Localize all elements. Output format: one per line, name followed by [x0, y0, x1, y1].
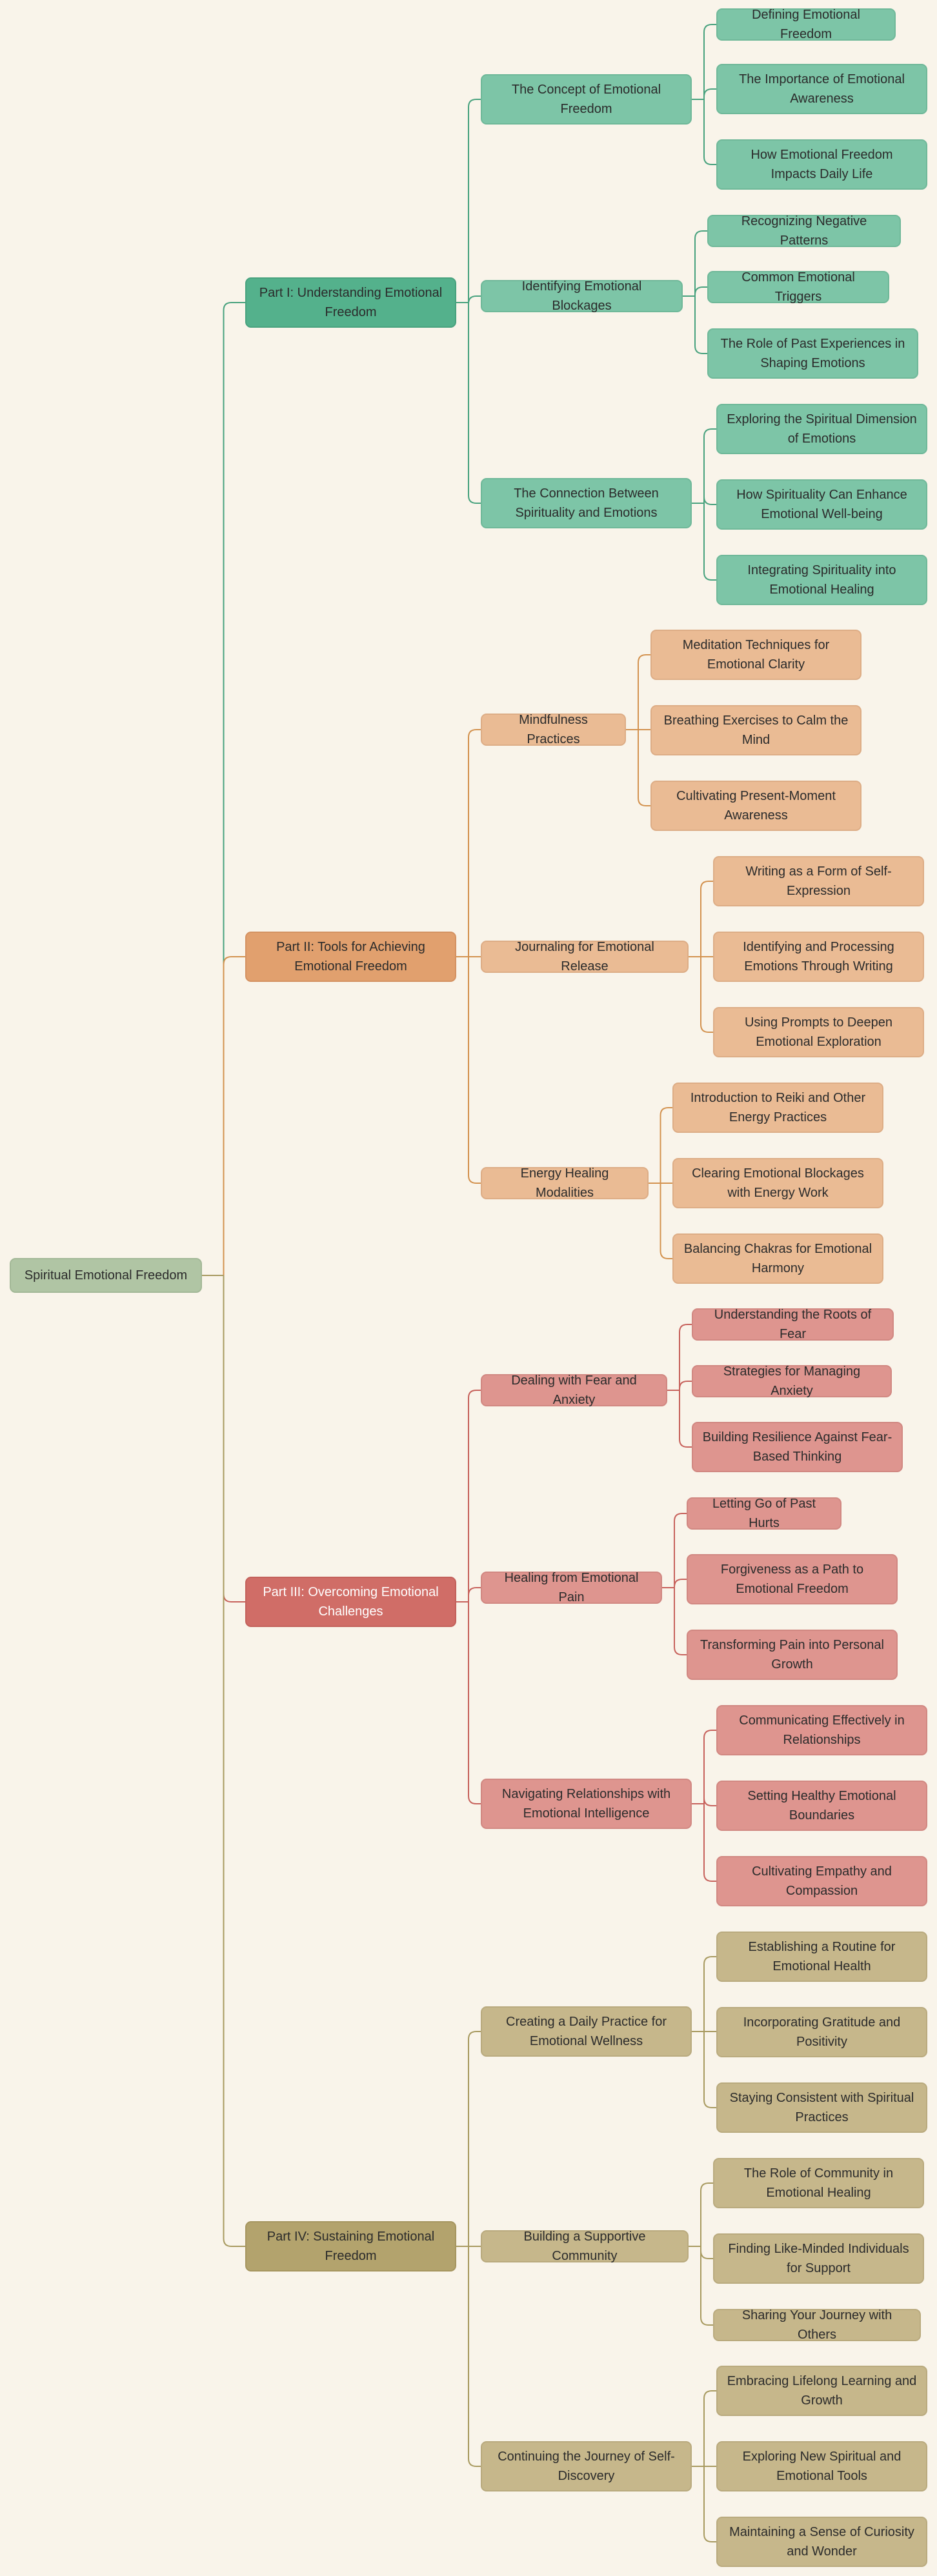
- leaf-node-3-2-3[interactable]: Transforming Pain into Personal Growth: [687, 1630, 898, 1680]
- leaf-node-1-1-1[interactable]: Defining Emotional Freedom: [716, 8, 896, 41]
- part-node-1[interactable]: Part I: Understanding Emotional Freedom: [245, 277, 456, 328]
- leaf-node-1-2-2[interactable]: Common Emotional Triggers: [707, 270, 889, 304]
- leaf-node-3-1-1[interactable]: Understanding the Roots of Fear: [692, 1308, 894, 1341]
- section-node-4-1[interactable]: Creating a Daily Practice for Emotional …: [481, 2006, 692, 2057]
- connector-part-3: [456, 1390, 481, 1804]
- leaf-node-3-3-2[interactable]: Setting Healthy Emotional Boundaries: [716, 1781, 927, 1831]
- connector-section-4-2: [689, 2182, 713, 2326]
- leaf-node-4-2-1[interactable]: The Role of Community in Emotional Heali…: [713, 2158, 924, 2208]
- connector-section-3-2: [662, 1513, 687, 1655]
- connector-section-2-3: [649, 1107, 672, 1259]
- root-topic[interactable]: Spiritual Emotional Freedom: [10, 1258, 202, 1293]
- connector-section-1-3: [692, 428, 716, 581]
- leaf-node-1-2-1[interactable]: Recognizing Negative Patterns: [707, 214, 901, 248]
- leaf-node-4-1-1[interactable]: Establishing a Routine for Emotional Hea…: [716, 1932, 927, 1982]
- leaf-node-2-1-1[interactable]: Meditation Techniques for Emotional Clar…: [650, 630, 861, 680]
- connector-section-3-1: [667, 1324, 692, 1448]
- section-node-4-2[interactable]: Building a Supportive Community: [481, 2230, 689, 2263]
- leaf-node-1-2-3[interactable]: The Role of Past Experiences in Shaping …: [707, 328, 918, 379]
- leaf-node-4-2-2[interactable]: Finding Like-Minded Individuals for Supp…: [713, 2233, 924, 2284]
- connector-part-4: [456, 2031, 481, 2467]
- section-node-1-3[interactable]: The Connection Between Spirituality and …: [481, 478, 692, 528]
- section-node-3-3[interactable]: Navigating Relationships with Emotional …: [481, 1779, 692, 1829]
- leaf-node-2-3-3[interactable]: Balancing Chakras for Emotional Harmony: [672, 1233, 883, 1284]
- connector-section-3-3: [692, 1730, 716, 1882]
- section-node-3-1[interactable]: Dealing with Fear and Anxiety: [481, 1373, 667, 1407]
- leaf-node-2-3-2[interactable]: Clearing Emotional Blockages with Energy…: [672, 1158, 883, 1208]
- section-node-3-2[interactable]: Healing from Emotional Pain: [481, 1571, 662, 1604]
- connector-section-2-1: [626, 654, 650, 806]
- leaf-node-2-2-3[interactable]: Using Prompts to Deepen Emotional Explor…: [713, 1007, 924, 1057]
- connector-root-part-2: [202, 956, 245, 1276]
- leaf-node-3-3-1[interactable]: Communicating Effectively in Relationshi…: [716, 1705, 927, 1755]
- leaf-node-3-2-1[interactable]: Letting Go of Past Hurts: [687, 1497, 841, 1530]
- leaf-node-4-3-2[interactable]: Exploring New Spiritual and Emotional To…: [716, 2441, 927, 2491]
- section-node-1-1[interactable]: The Concept of Emotional Freedom: [481, 74, 692, 125]
- leaf-node-3-3-3[interactable]: Cultivating Empathy and Compassion: [716, 1856, 927, 1906]
- part-node-2[interactable]: Part II: Tools for Achieving Emotional F…: [245, 932, 456, 982]
- section-node-2-3[interactable]: Energy Healing Modalities: [481, 1166, 649, 1200]
- connector-section-1-2: [683, 230, 707, 354]
- leaf-node-4-3-1[interactable]: Embracing Lifelong Learning and Growth: [716, 2366, 927, 2416]
- leaf-node-2-1-3[interactable]: Cultivating Present-Moment Awareness: [650, 781, 861, 831]
- leaf-node-1-3-3[interactable]: Integrating Spirituality into Emotional …: [716, 555, 927, 605]
- leaf-node-3-1-2[interactable]: Strategies for Managing Anxiety: [692, 1364, 892, 1398]
- connector-part-1: [456, 99, 481, 504]
- leaf-node-1-1-3[interactable]: How Emotional Freedom Impacts Daily Life: [716, 139, 927, 190]
- section-node-1-2[interactable]: Identifying Emotional Blockages: [481, 279, 683, 313]
- leaf-node-2-2-1[interactable]: Writing as a Form of Self-Expression: [713, 856, 924, 906]
- leaf-node-3-1-3[interactable]: Building Resilience Against Fear-Based T…: [692, 1422, 903, 1472]
- leaf-node-1-1-2[interactable]: The Importance of Emotional Awareness: [716, 64, 927, 114]
- section-node-2-2[interactable]: Journaling for Emotional Release: [481, 940, 689, 973]
- part-node-3[interactable]: Part III: Overcoming Emotional Challenge…: [245, 1577, 456, 1627]
- leaf-node-2-3-1[interactable]: Introduction to Reiki and Other Energy P…: [672, 1083, 883, 1133]
- connector-section-4-3: [692, 2390, 716, 2542]
- leaf-node-3-2-2[interactable]: Forgiveness as a Path to Emotional Freed…: [687, 1554, 898, 1604]
- leaf-node-4-3-3[interactable]: Maintaining a Sense of Curiosity and Won…: [716, 2517, 927, 2567]
- leaf-node-2-1-2[interactable]: Breathing Exercises to Calm the Mind: [650, 705, 861, 755]
- connector-section-1-1: [692, 24, 716, 165]
- section-node-2-1[interactable]: Mindfulness Practices: [481, 713, 626, 746]
- connector-section-2-2: [689, 881, 713, 1033]
- section-node-4-3[interactable]: Continuing the Journey of Self-Discovery: [481, 2441, 692, 2491]
- leaf-node-2-2-2[interactable]: Identifying and Processing Emotions Thro…: [713, 932, 924, 982]
- connector-root-part-4: [202, 1275, 245, 2247]
- connector-section-4-1: [692, 1956, 716, 2108]
- leaf-node-4-1-2[interactable]: Incorporating Gratitude and Positivity: [716, 2007, 927, 2057]
- leaf-node-4-1-3[interactable]: Staying Consistent with Spiritual Practi…: [716, 2082, 927, 2133]
- leaf-node-1-3-2[interactable]: How Spirituality Can Enhance Emotional W…: [716, 479, 927, 530]
- leaf-node-1-3-1[interactable]: Exploring the Spiritual Dimension of Emo…: [716, 404, 927, 454]
- connector-part-2: [456, 729, 481, 1184]
- leaf-node-4-2-3[interactable]: Sharing Your Journey with Others: [713, 2308, 921, 2342]
- part-node-4[interactable]: Part IV: Sustaining Emotional Freedom: [245, 2221, 456, 2271]
